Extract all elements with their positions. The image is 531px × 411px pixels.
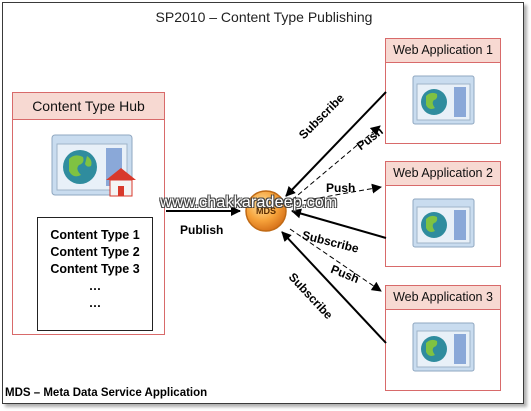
content-type-item: Content Type 2 [50, 245, 140, 259]
web-application-1-label: Web Application 1 [386, 39, 500, 63]
content-type-item: … [88, 296, 102, 310]
content-type-item: Content Type 1 [50, 228, 140, 242]
push-arrow-3 [289, 228, 382, 292]
site-icon [51, 134, 137, 207]
mds-label: MDS [256, 206, 276, 216]
diagram-title: SP2010 – Content Type Publishing [155, 9, 373, 25]
footer-note: MDS – Meta Data Service Application [5, 387, 208, 399]
content-type-item: Content Type 3 [50, 262, 140, 276]
content-type-hub-box: Content Type Hub Content Type 1 Content … [12, 92, 165, 335]
web-application-3-label: Web Application 3 [386, 286, 500, 310]
push-arrow-1 [291, 125, 381, 201]
web-application-3-box: Web Application 3 [385, 285, 501, 391]
push-label-2: Push [326, 181, 356, 195]
web-application-2-box: Web Application 2 [385, 161, 501, 267]
web-app-icon [412, 322, 476, 379]
subscribe-arrow-2 [291, 208, 387, 239]
home-icon [106, 168, 136, 197]
content-type-hub-label: Content Type Hub [13, 93, 164, 120]
content-type-item: … [88, 279, 102, 293]
mds-node [245, 190, 287, 232]
subscribe-arrow-3 [281, 231, 387, 344]
push-arrow-2 [295, 183, 382, 203]
content-type-list: Content Type 1 Content Type 2 Content Ty… [37, 217, 153, 331]
web-app-icon [412, 75, 476, 132]
publish-label: Publish [180, 223, 224, 237]
web-app-icon [412, 198, 476, 255]
web-application-2-label: Web Application 2 [386, 162, 500, 186]
watermark-text: www.chakkaradeep.com [160, 194, 338, 211]
web-application-1-box: Web Application 1 [385, 38, 501, 144]
subscribe-arrow-1 [285, 91, 387, 197]
